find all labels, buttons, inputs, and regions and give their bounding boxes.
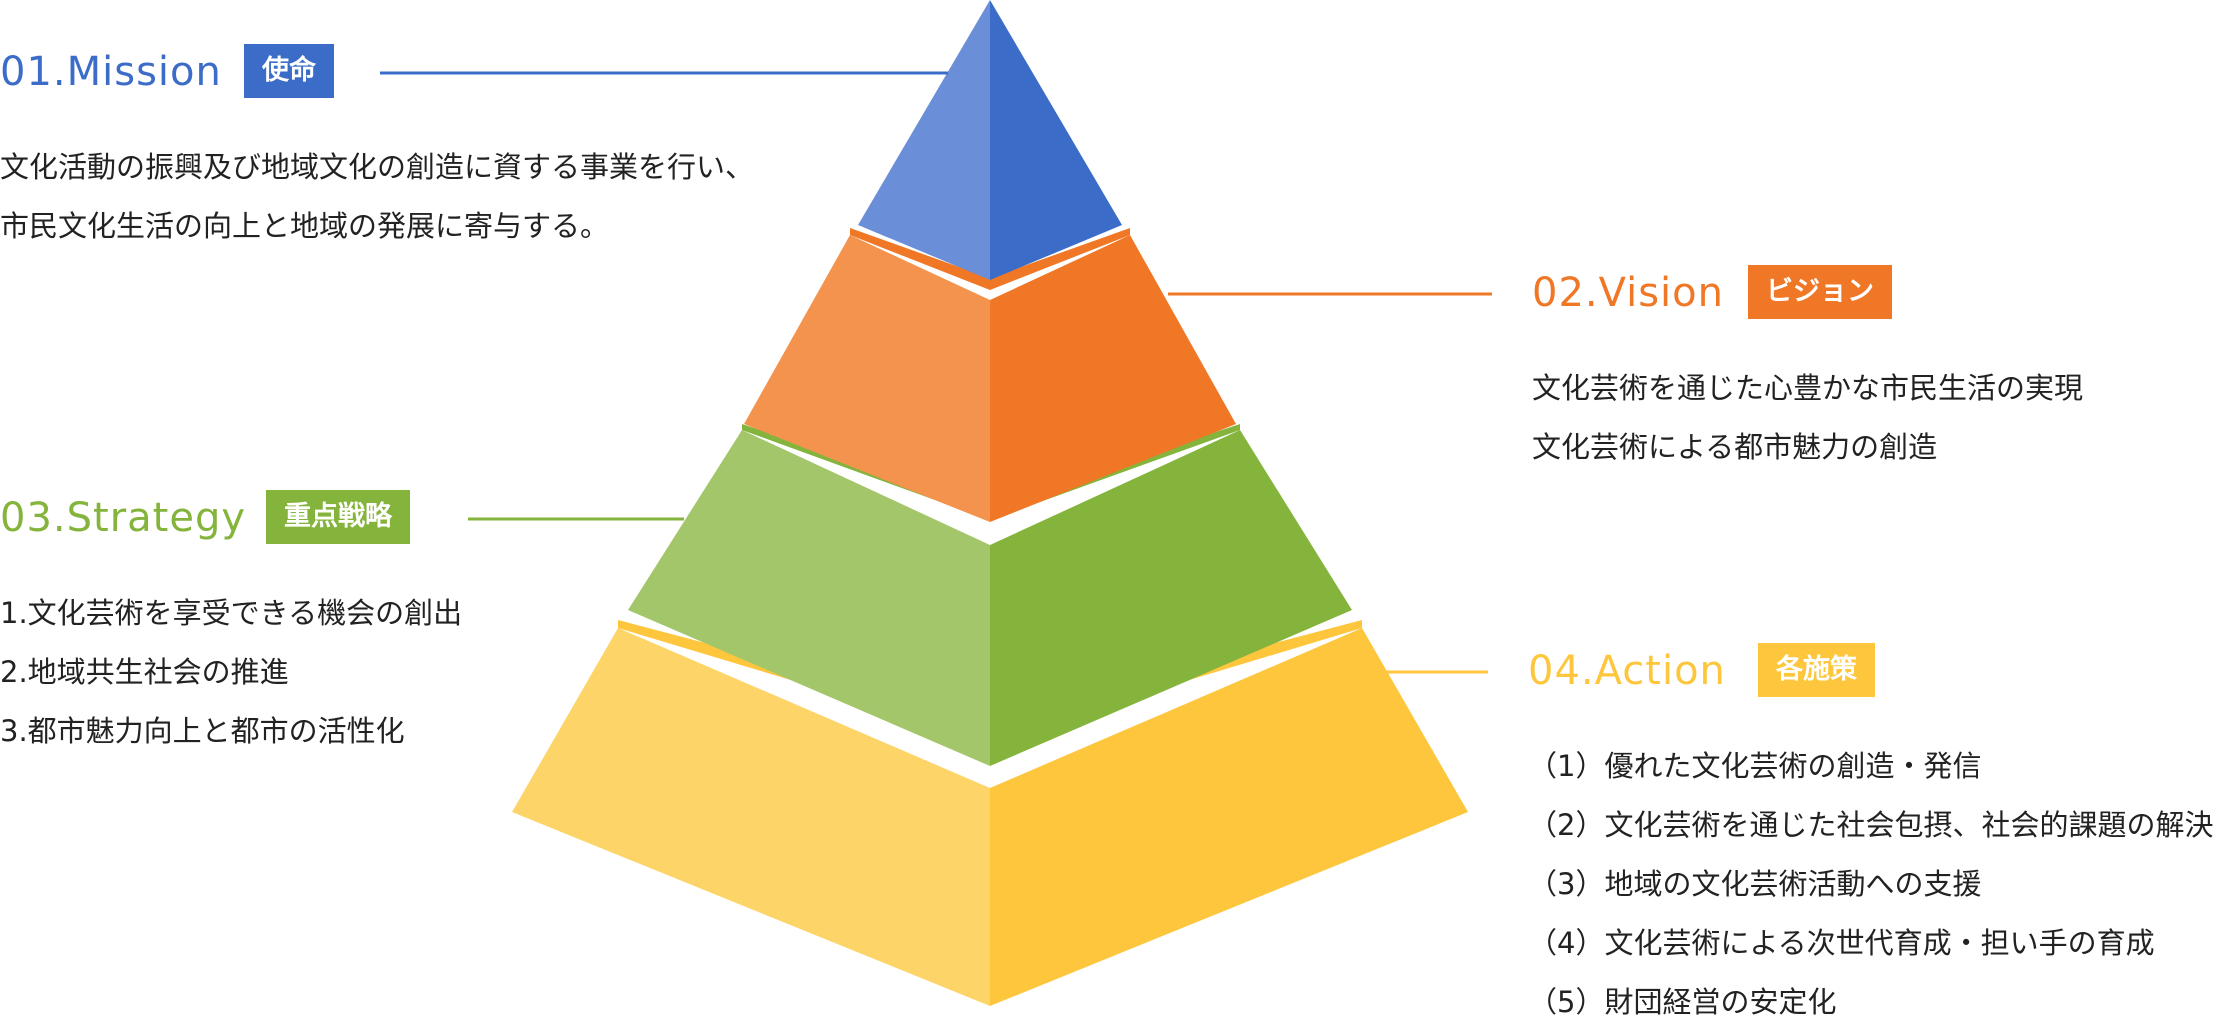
action-item: （4）文化芸術による次世代育成・担い手の育成 (1528, 926, 2155, 960)
mission-line: 文化活動の振興及び地域文化の創造に資する事業を行い、 (0, 150, 755, 184)
action-title: 04.Action (1528, 648, 1726, 694)
strategy-badge: 重点戦略 (266, 490, 410, 544)
pyramid-tier-vision-left (744, 235, 990, 522)
vision-line: 文化芸術による都市魅力の創造 (1532, 430, 1938, 464)
mission-title: 01.Mission (0, 49, 222, 95)
mission-description: 文化活動の振興及び地域文化の創造に資する事業を行い、 市民文化生活の向上と地域の… (0, 138, 754, 256)
pyramid-tier-vision-right (990, 235, 1236, 522)
pyramid-tier-strategy-left (628, 430, 990, 766)
action-item: （3）地域の文化芸術活動への支援 (1528, 867, 1982, 901)
strategy-list: 1.文化芸術を享受できる機会の創出 2.地域共生社会の推進 3.都市魅力向上と都… (0, 584, 462, 761)
strategy-title: 03.Strategy (0, 495, 246, 541)
action-item: （1）優れた文化芸術の創造・発信 (1528, 749, 1982, 783)
vision-description: 文化芸術を通じた心豊かな市民生活の実現 文化芸術による都市魅力の創造 (1532, 359, 2083, 477)
action-badge: 各施策 (1758, 643, 1875, 697)
pyramid-tier-action-left (512, 628, 990, 1006)
pyramid-tier-strategy-right (990, 430, 1352, 766)
pyramid-tier-mission-left (858, 0, 990, 280)
vision-badge: ビジョン (1748, 265, 1892, 319)
mission-badge: 使命 (244, 44, 334, 98)
action-list: （1）優れた文化芸術の創造・発信 （2）文化芸術を通じた社会包摂、社会的課題の解… (1528, 737, 2213, 1032)
pyramid-tier-action-right (990, 628, 1468, 1006)
pyramid-tier-mission-right (990, 0, 1122, 280)
action-item: （5）財団経営の安定化 (1528, 985, 1837, 1019)
strategy-item: 3.都市魅力向上と都市の活性化 (0, 714, 405, 748)
vision-title: 02.Vision (1532, 270, 1724, 316)
action-item: （2）文化芸術を通じた社会包摂、社会的課題の解決 (1528, 808, 2214, 842)
vision-line: 文化芸術を通じた心豊かな市民生活の実現 (1532, 371, 2084, 405)
mission-line: 市民文化生活の向上と地域の発展に寄与する。 (0, 209, 610, 243)
strategy-item: 2.地域共生社会の推進 (0, 655, 289, 689)
strategy-item: 1.文化芸術を享受できる機会の創出 (0, 596, 463, 630)
